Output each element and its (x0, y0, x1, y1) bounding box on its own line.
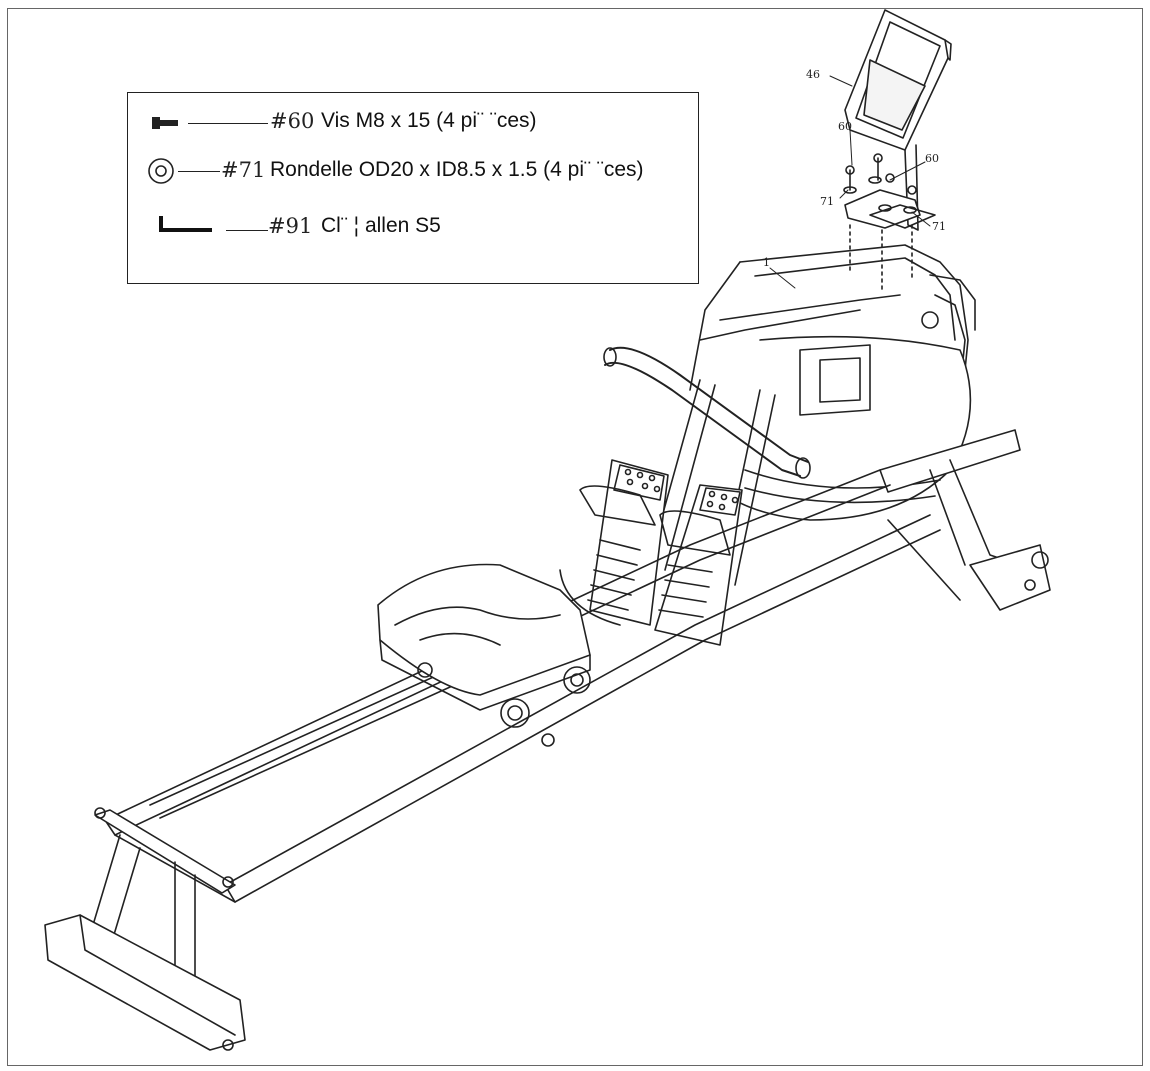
part-number-91: #91 (268, 214, 313, 238)
console-monitor (844, 9, 952, 231)
front-stabilizer (879, 429, 1051, 611)
rail-frame (104, 469, 941, 903)
part-description-71: Rondelle OD20 x ID8.5 x 1.5 (4 pi¨ ¨ces) (270, 158, 644, 181)
parts-legend: #60 Vis M8 x 15 (4 pi¨ ¨ces) #71 Rondell… (127, 92, 699, 284)
part-description-60: Vis M8 x 15 (4 pi¨ ¨ces) (321, 109, 537, 132)
callout-1: 1 (763, 256, 770, 269)
part-number-71: #71 (221, 158, 266, 182)
callout-46: 46 (806, 68, 820, 81)
water-tank (719, 335, 972, 521)
rear-stabilizer (44, 807, 246, 1051)
callout-71-left: 71 (820, 195, 834, 208)
callout-60-left: 60 (838, 120, 852, 133)
part-description-91: Cl¨ ¦ allen S5 (321, 214, 441, 237)
bolt-icon (152, 117, 178, 129)
page-frame (7, 8, 1143, 1066)
handlebar (603, 346, 811, 479)
main-frame-arch (689, 244, 976, 421)
allen-key-icon (159, 216, 212, 232)
washer-icon (148, 158, 174, 184)
callout-60-right: 60 (925, 152, 939, 165)
seat (377, 563, 591, 747)
part-number-60: #60 (270, 109, 315, 133)
footrest-right (654, 484, 743, 646)
callout-71-right: 71 (932, 220, 946, 233)
console-bracket (843, 153, 936, 291)
